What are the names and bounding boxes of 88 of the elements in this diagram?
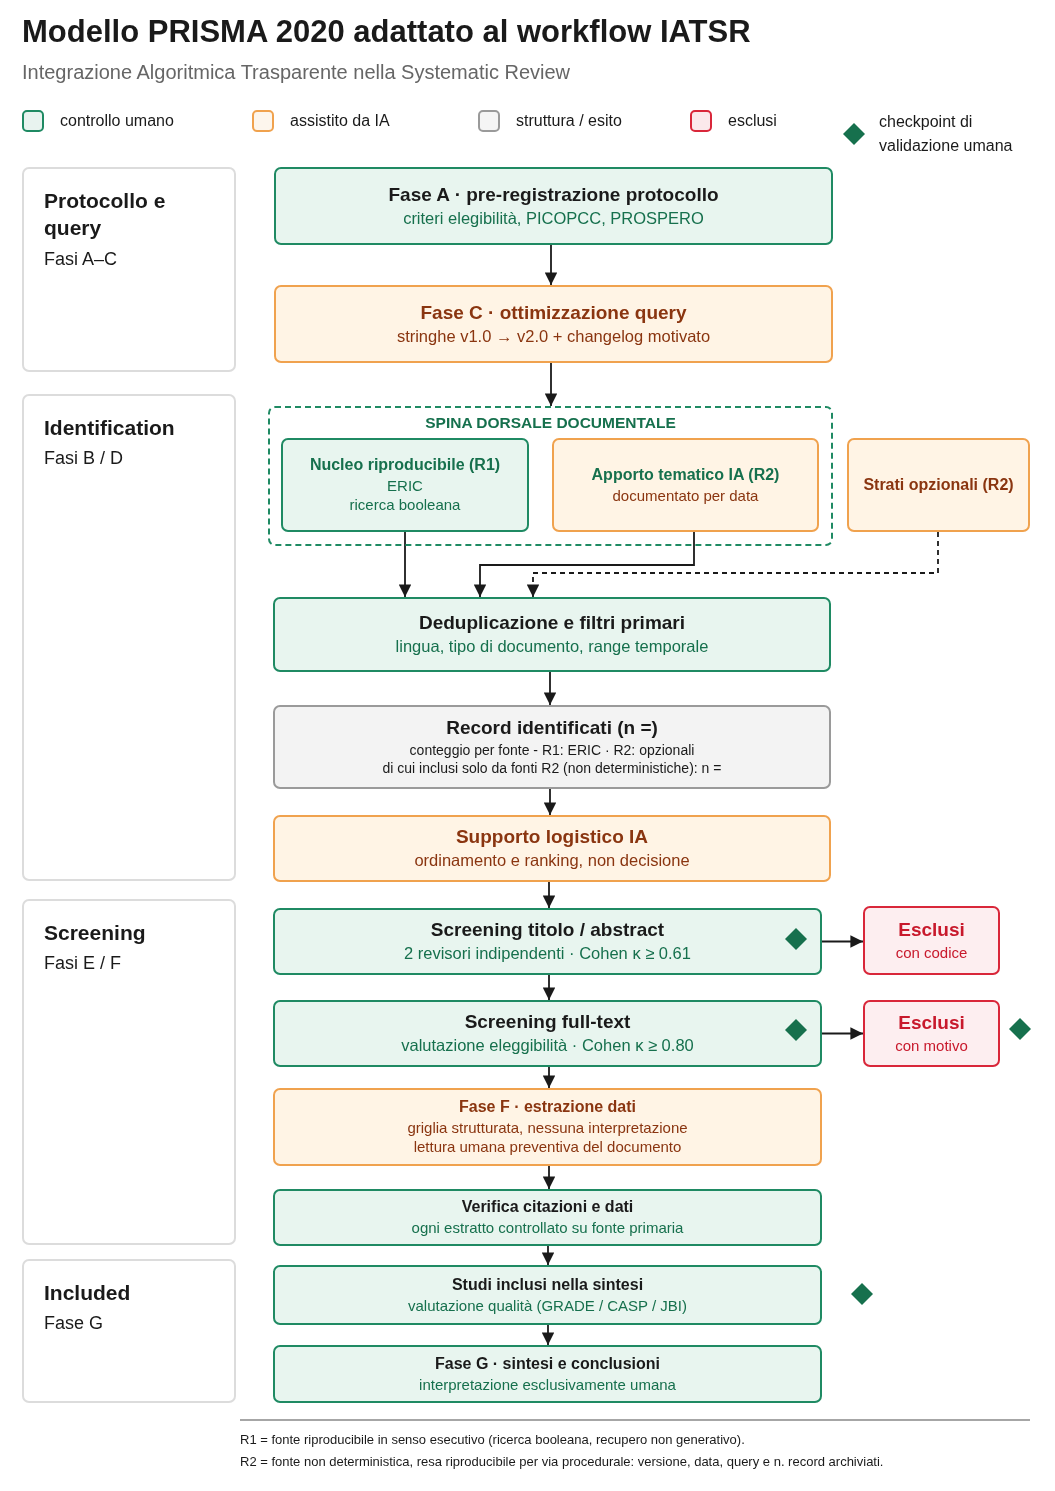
node-title: Esclusi xyxy=(898,918,965,943)
process-box xyxy=(273,815,831,882)
process-box xyxy=(273,908,822,975)
arrow xyxy=(541,1245,555,1266)
process-box xyxy=(273,1345,822,1403)
node-description: lettura umana preventiva del documento xyxy=(413,1137,682,1157)
arrow xyxy=(526,531,939,598)
node-description: ricerca booleana xyxy=(349,495,461,515)
arrow xyxy=(544,244,558,286)
process-box xyxy=(281,438,529,532)
arrow xyxy=(542,881,556,909)
node-title: Protocollo e query xyxy=(44,188,167,242)
node-title: Fase F · estrazione dati xyxy=(459,1097,636,1118)
arrow xyxy=(398,531,412,598)
phase-panel xyxy=(22,899,236,1245)
node-title: Supporto logistico IA xyxy=(455,825,649,850)
process-box xyxy=(552,438,819,532)
node-description: griglia strutturata, nessuna interpretazione xyxy=(407,1117,688,1138)
node-description: valutazione qualità (GRADE / CASP / JBI) xyxy=(408,1295,687,1316)
legend-label: assistito da IA xyxy=(290,112,390,130)
footnote: R1 = fonte riproducibile in senso esecutivo (ricerca booleana, recupero non generativo). xyxy=(240,1432,745,1447)
node-title: Studi inclusi nella sintesi xyxy=(451,1274,644,1295)
exclusion-box xyxy=(863,906,1000,975)
footnote: R2 = fonte non deterministica, resa riproducibile per via procedurale: versione, data, query e n. record archiviati. xyxy=(240,1454,884,1469)
node-description: 2 revisori indipendenti · Cohen κ ≥ 0.61 xyxy=(404,943,691,965)
process-box xyxy=(847,438,1030,532)
arrow xyxy=(543,788,557,816)
node-title: Fase G · sintesi e conclusioni xyxy=(435,1353,660,1374)
arrow xyxy=(473,531,695,598)
node-title: SPINA DORSALE DOCUMENTALE xyxy=(425,413,676,433)
node-description: conteggio per fonte - R1: ERIC · R2: opzionali xyxy=(409,741,695,760)
node-title: Nucleo riproducibile (R1) xyxy=(309,455,501,476)
node-description: lingua, tipo di documento, range temporale xyxy=(395,636,709,658)
arrow xyxy=(542,974,556,1001)
node-description: interpretazione esclusivamente umana xyxy=(419,1374,676,1395)
node-title: Fase A · pre-registrazione protocollo xyxy=(388,182,719,207)
node-description: con motivo xyxy=(895,1036,968,1056)
diagram-subtitle: Integrazione Algoritmica Trasparente nella Systematic Review xyxy=(22,61,571,84)
node-title: Esclusi xyxy=(898,1011,965,1036)
arrow xyxy=(542,1066,556,1089)
node-description: Fasi B / D xyxy=(44,447,123,471)
node-description: ordinamento e ranking, non decisione xyxy=(414,850,690,872)
node-description: di cui inclusi solo da fonti R2 (non deterministiche): n = xyxy=(382,759,722,778)
node-title: Apporto tematico IA (R2) xyxy=(591,464,780,485)
arrow xyxy=(821,935,864,948)
node-title: Deduplicazione e filtri primari xyxy=(418,611,686,636)
node-description: Fasi A–C xyxy=(44,247,118,271)
node-description: ogni estratto controllato su fonte primaria xyxy=(411,1218,684,1238)
node-description: documentato per data xyxy=(612,485,759,506)
node-title: Identification xyxy=(44,415,175,441)
phase-panel xyxy=(22,167,236,372)
exclusion-box xyxy=(863,1000,1000,1067)
phase-panel xyxy=(22,1259,236,1403)
legend-label: checkpoint di validazione umana xyxy=(879,112,1014,156)
process-box xyxy=(274,285,833,363)
node-description: valutazione eleggibilità · Cohen κ ≥ 0.80 xyxy=(401,1035,694,1057)
arrow xyxy=(544,362,558,407)
legend-label: controllo umano xyxy=(60,112,174,130)
process-box xyxy=(273,597,831,672)
node-title: Included xyxy=(44,1280,131,1306)
node-description: con codice xyxy=(895,943,968,963)
arrow xyxy=(541,1324,555,1346)
process-box xyxy=(273,705,831,789)
node-title: Record identificati (n =) xyxy=(446,716,658,741)
process-box xyxy=(273,1189,822,1246)
node-title: Screening titolo / abstract xyxy=(430,918,665,943)
node-description: ERIC xyxy=(387,475,423,496)
legend-label: struttura / esito xyxy=(516,112,622,130)
process-box xyxy=(273,1265,822,1325)
node-description: stringhe v1.0 → v2.0 + changelog motivato xyxy=(396,325,711,347)
node-description: Fasi E / F xyxy=(44,952,121,976)
arrow xyxy=(543,671,557,706)
process-box xyxy=(274,167,833,245)
group-frame xyxy=(268,406,833,546)
node-title: Fase C · ottimizzazione query xyxy=(420,300,687,325)
node-title: Screening full-text xyxy=(464,1010,631,1035)
node-description: Fase G xyxy=(44,1312,104,1336)
node-title: Verifica citazioni e dati xyxy=(461,1197,634,1218)
phase-panel xyxy=(22,394,236,881)
process-box xyxy=(273,1000,822,1067)
process-box xyxy=(273,1088,822,1166)
legend-label: esclusi xyxy=(728,112,777,130)
node-title: Strati opzionali (R2) xyxy=(863,474,1014,495)
diagram-title: Modello PRISMA 2020 adattato al workflow IATSR xyxy=(22,14,751,50)
arrow xyxy=(542,1165,556,1190)
node-title: Screening xyxy=(44,920,146,946)
arrow xyxy=(821,1027,864,1040)
node-description: criteri elegibilità, PICOPCC, PROSPERO xyxy=(403,207,704,229)
